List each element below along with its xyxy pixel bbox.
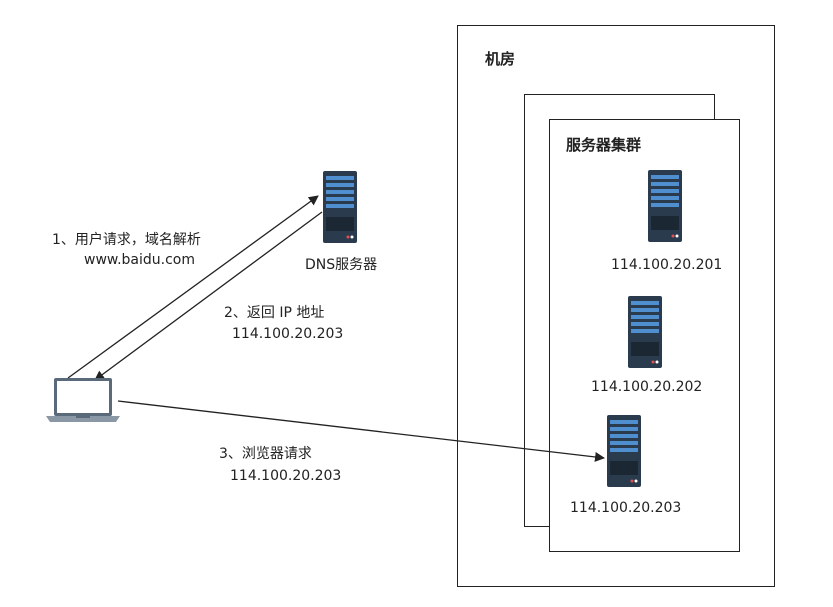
step3-ip: 114.100.20.203 (230, 468, 342, 484)
request-dns-arrow (67, 195, 319, 379)
step2-title: 2、返回 IP 地址 (224, 305, 325, 321)
step1-domain: www.baidu.com (84, 252, 195, 268)
step3-title: 3、浏览器请求 (219, 446, 312, 462)
machine-room-title: 机房 (485, 50, 516, 68)
server-1-ip: 114.100.20.201 (611, 257, 723, 273)
server-2-ip: 114.100.20.202 (591, 379, 703, 395)
step2-ip: 114.100.20.203 (232, 326, 344, 342)
dns-server-label: DNS服务器 (305, 257, 378, 273)
cluster-title: 服务器集群 (566, 136, 642, 154)
server-3-ip: 114.100.20.203 (570, 500, 682, 516)
browser-request-arrow (117, 400, 605, 462)
step1-title: 1、用户请求，域名解析 (52, 232, 201, 248)
response-ip-arrow (94, 211, 323, 381)
